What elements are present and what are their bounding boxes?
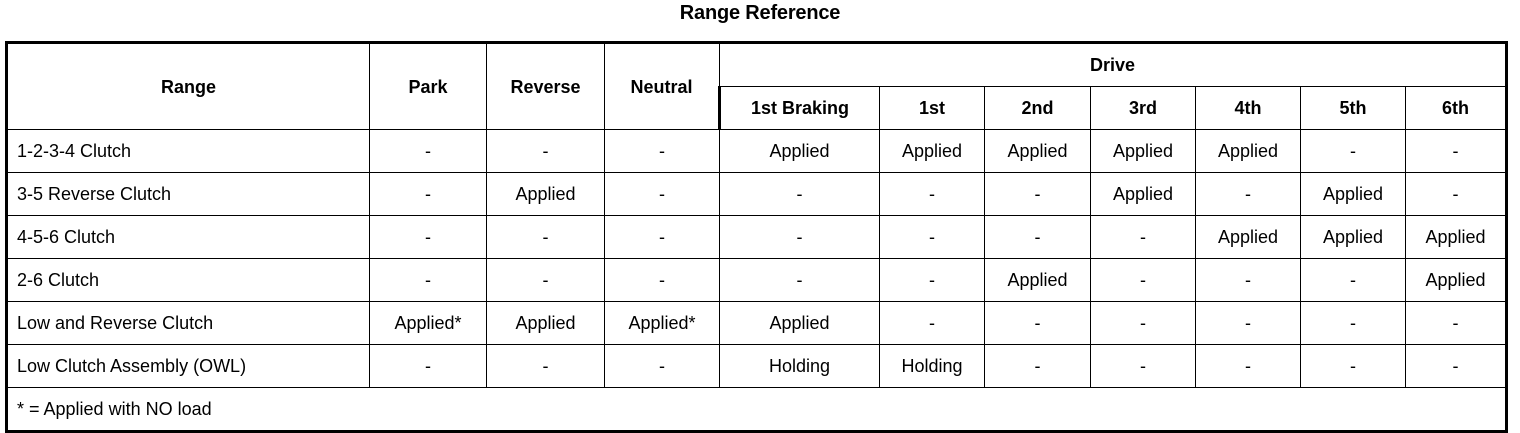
- cell-park: -: [369, 215, 487, 259]
- page-title: Range Reference: [679, 2, 841, 24]
- cell-5th: Applied: [1300, 215, 1406, 259]
- range-reference-table-wrapper: Range Park Reverse Neutral Drive 1st Bra…: [5, 41, 1508, 433]
- cell-1st: -: [879, 301, 985, 345]
- table-body: 1-2-3-4 Clutch - - - Applied Applied App…: [5, 129, 1508, 432]
- cell-3rd: -: [1090, 215, 1196, 259]
- row-label: 1-2-3-4 Clutch: [5, 129, 370, 173]
- cell-park: -: [369, 129, 487, 173]
- cell-1st-braking: -: [719, 258, 880, 302]
- header-row-sub: 1st Braking 1st 2nd 3rd 4th 5th 6th: [7, 86, 1508, 130]
- cell-1st: Applied: [879, 129, 985, 173]
- column-header-1st: 1st: [879, 86, 985, 130]
- column-header-park: Park: [369, 41, 487, 130]
- cell-4th: -: [1195, 301, 1301, 345]
- cell-6th: -: [1405, 301, 1508, 345]
- cell-1st-braking: Applied: [719, 301, 880, 345]
- cell-park: -: [369, 172, 487, 216]
- cell-3rd: -: [1090, 301, 1196, 345]
- table-row: Low Clutch Assembly (OWL) - - - Holding …: [5, 344, 1508, 388]
- table-footnote: * = Applied with NO load: [5, 387, 1508, 432]
- cell-5th: -: [1300, 129, 1406, 173]
- cell-park: Applied*: [369, 301, 487, 345]
- row-label: 4-5-6 Clutch: [5, 215, 370, 259]
- table-row: 3-5 Reverse Clutch - Applied - - - - App…: [5, 172, 1508, 216]
- row-label: Low and Reverse Clutch: [5, 301, 370, 345]
- cell-1st: -: [879, 215, 985, 259]
- range-reference-table: Range Park Reverse Neutral Drive 1st Bra…: [5, 41, 1508, 433]
- column-header-2nd: 2nd: [984, 86, 1091, 130]
- cell-1st-braking: -: [719, 172, 880, 216]
- cell-4th: -: [1195, 344, 1301, 388]
- table-row: 1-2-3-4 Clutch - - - Applied Applied App…: [5, 129, 1508, 173]
- cell-3rd: -: [1090, 344, 1196, 388]
- cell-2nd: Applied: [984, 258, 1091, 302]
- cell-1st-braking: -: [719, 215, 880, 259]
- row-label: 3-5 Reverse Clutch: [5, 172, 370, 216]
- cell-neutral: Applied*: [604, 301, 720, 345]
- cell-1st-braking: Applied: [719, 129, 880, 173]
- column-header-4th: 4th: [1195, 86, 1301, 130]
- cell-neutral: -: [604, 344, 720, 388]
- cell-6th: -: [1405, 344, 1508, 388]
- cell-reverse: Applied: [486, 301, 605, 345]
- header-row-top: Range Park Reverse Neutral Drive: [5, 41, 1508, 130]
- cell-5th: -: [1300, 344, 1406, 388]
- column-header-5th: 5th: [1300, 86, 1406, 130]
- column-header-reverse: Reverse: [486, 41, 605, 130]
- cell-reverse: -: [486, 258, 605, 302]
- cell-2nd: -: [984, 172, 1091, 216]
- column-header-range: Range: [5, 41, 370, 130]
- cell-3rd: -: [1090, 258, 1196, 302]
- cell-4th: Applied: [1195, 129, 1301, 173]
- cell-reverse: -: [486, 129, 605, 173]
- cell-6th: -: [1405, 172, 1508, 216]
- cell-neutral: -: [604, 172, 720, 216]
- cell-6th: Applied: [1405, 258, 1508, 302]
- row-label: 2-6 Clutch: [5, 258, 370, 302]
- cell-neutral: -: [604, 129, 720, 173]
- cell-5th: -: [1300, 301, 1406, 345]
- cell-reverse: Applied: [486, 172, 605, 216]
- table-header: Range Park Reverse Neutral Drive 1st Bra…: [5, 41, 1508, 130]
- cell-5th: -: [1300, 258, 1406, 302]
- cell-reverse: -: [486, 344, 605, 388]
- cell-park: -: [369, 344, 487, 388]
- cell-4th: Applied: [1195, 215, 1301, 259]
- cell-5th: Applied: [1300, 172, 1406, 216]
- footnote-row: * = Applied with NO load: [5, 387, 1508, 432]
- cell-6th: Applied: [1405, 215, 1508, 259]
- table-row: Low and Reverse Clutch Applied* Applied …: [5, 301, 1508, 345]
- cell-3rd: Applied: [1090, 172, 1196, 216]
- row-label: Low Clutch Assembly (OWL): [5, 344, 370, 388]
- column-header-1st-braking: 1st Braking: [718, 86, 880, 130]
- column-header-neutral: Neutral: [604, 41, 720, 130]
- cell-1st: -: [879, 172, 985, 216]
- cell-1st: Holding: [879, 344, 985, 388]
- cell-1st: -: [879, 258, 985, 302]
- table-row: 4-5-6 Clutch - - - - - - - Applied Appli…: [5, 215, 1508, 259]
- cell-6th: -: [1405, 129, 1508, 173]
- cell-3rd: Applied: [1090, 129, 1196, 173]
- cell-park: -: [369, 258, 487, 302]
- cell-2nd: Applied: [984, 129, 1091, 173]
- cell-2nd: -: [984, 344, 1091, 388]
- column-header-6th: 6th: [1405, 86, 1508, 130]
- cell-1st-braking: Holding: [719, 344, 880, 388]
- cell-2nd: -: [984, 301, 1091, 345]
- cell-4th: -: [1195, 172, 1301, 216]
- column-header-3rd: 3rd: [1090, 86, 1196, 130]
- cell-4th: -: [1195, 258, 1301, 302]
- column-group-header-drive: Drive: [719, 41, 1508, 87]
- cell-neutral: -: [604, 215, 720, 259]
- cell-neutral: -: [604, 258, 720, 302]
- cell-reverse: -: [486, 215, 605, 259]
- cell-2nd: -: [984, 215, 1091, 259]
- table-row: 2-6 Clutch - - - - - Applied - - - Appli…: [5, 258, 1508, 302]
